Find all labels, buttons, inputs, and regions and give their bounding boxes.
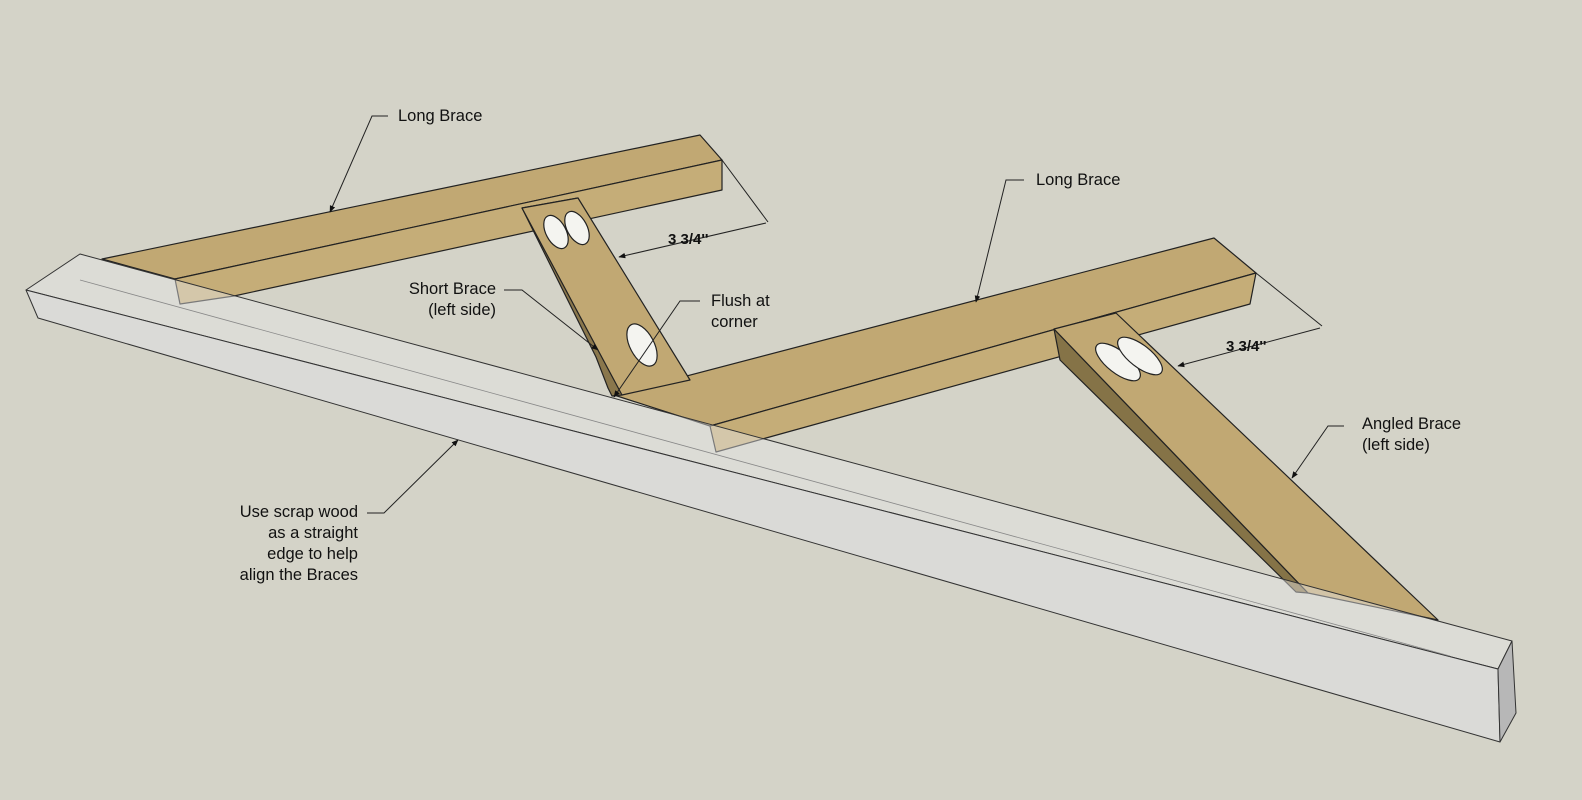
label-flush-line2: corner (711, 313, 758, 331)
angled-brace-top (1053, 312, 1439, 621)
leader-long-brace-right (974, 179, 1024, 303)
pocket-hole (543, 214, 569, 250)
label-scrap-line2: as a straight (268, 524, 358, 542)
label-scrap-line1: Use scrap wood (239, 503, 358, 521)
label-scrap-line3: edge to help (267, 545, 358, 563)
label-short-brace-line1: Short Brace (408, 280, 496, 298)
label-long-brace-right: Long Brace (1036, 171, 1121, 189)
left-long-brace-side (174, 159, 723, 305)
short-brace (521, 197, 691, 397)
pocket-hole (1117, 336, 1163, 376)
label-angled-brace-line1: Angled Brace (1362, 415, 1462, 433)
label-dimension-right: 3 3/4'' (1226, 338, 1267, 355)
dimension-arrow (618, 222, 767, 259)
label-scrap-line4: align the Braces (239, 566, 358, 584)
dimension-right (1177, 272, 1323, 368)
angled-brace (1053, 312, 1439, 621)
label-flush-line1: Flush at (711, 292, 770, 310)
label-flush-corner: Flush at corner (711, 291, 770, 333)
dimension-extension-line (1255, 272, 1323, 327)
leader-scrap-wood (367, 439, 459, 514)
leader-angled-brace (1291, 425, 1344, 479)
leader-long-brace-left (329, 115, 388, 213)
label-long-brace-left: Long Brace (398, 107, 483, 125)
left-long-brace (101, 134, 723, 305)
leader-short-brace (504, 289, 599, 351)
label-angled-brace: Angled Brace (left side) (1362, 414, 1461, 456)
scrap-wood-straight-edge (25, 253, 1517, 743)
pocket-hole (626, 323, 658, 367)
dimension-extension-line (721, 159, 769, 223)
scrap-wood-edge-line (79, 279, 1451, 657)
label-short-brace: Short Brace (left side) (382, 279, 496, 321)
leader-flush-corner (613, 300, 700, 398)
label-angled-brace-line2: (left side) (1362, 436, 1430, 454)
label-dimension-left: 3 3/4'' (668, 231, 709, 248)
scrap-wood-end (1497, 640, 1517, 743)
leader-lines (329, 115, 1344, 514)
pocket-hole (564, 210, 590, 246)
dimension-arrow (1177, 327, 1321, 368)
label-short-brace-line2: (left side) (428, 301, 496, 319)
dimension-left (618, 159, 769, 259)
label-scrap-wood: Use scrap wood as a straight edge to hel… (196, 502, 358, 586)
